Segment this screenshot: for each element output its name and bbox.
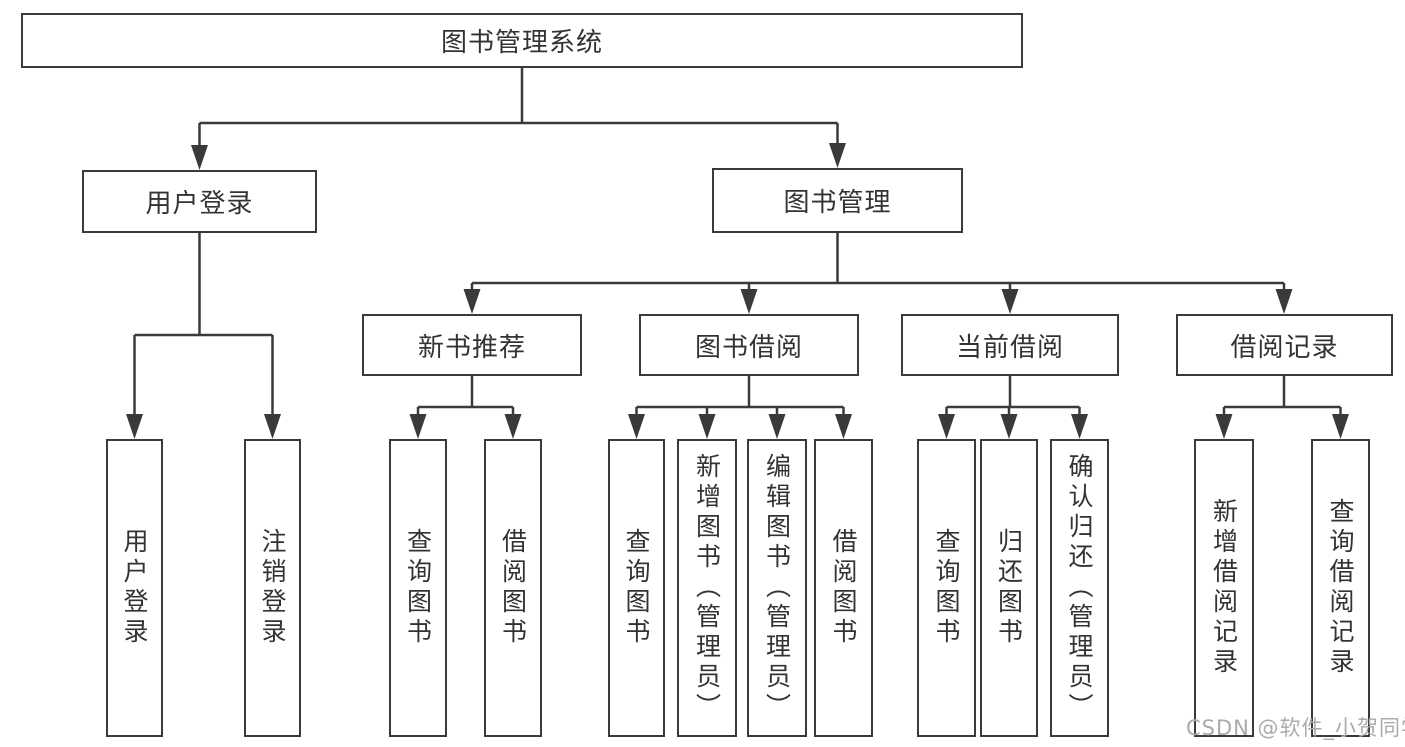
node-current-borrowing: 当前借阅: [901, 314, 1119, 376]
leaf-records-add-record-label: 新增借阅记录: [1209, 498, 1239, 678]
node-new-book-recommend-label: 新书推荐: [417, 332, 526, 363]
connector-newbook-to-leaves: [416, 376, 515, 418]
leaf-newbook-borrow-books: 借阅图书: [484, 439, 542, 737]
leaf-borrow-query-books-label: 查询图书: [622, 528, 651, 648]
node-book-borrowing: 图书借阅: [639, 314, 859, 376]
node-current-borrowing-label: 当前借阅: [955, 332, 1064, 363]
leaf-borrow-edit-books-admin-label: 编辑图书（管理员）: [762, 453, 792, 723]
node-borrowing-records-label: 借阅记录: [1230, 332, 1339, 363]
leaf-newbook-query-books-label: 查询图书: [403, 528, 433, 648]
node-book-borrowing-label: 图书借阅: [694, 332, 803, 363]
node-book-management: 图书管理: [712, 168, 963, 233]
leaf-current-confirm-return-admin: 确认归还（管理员）: [1050, 439, 1109, 737]
node-user-login-branch: 用户登录: [82, 170, 317, 233]
leaf-borrow-query-books: 查询图书: [608, 439, 665, 737]
leaf-user-login: 用户登录: [106, 439, 163, 737]
leaf-current-confirm-return-admin-label: 确认归还（管理员）: [1065, 453, 1094, 723]
node-new-book-recommend: 新书推荐: [362, 314, 582, 376]
node-borrowing-records: 借阅记录: [1176, 314, 1393, 376]
leaf-borrow-edit-books-admin: 编辑图书（管理员）: [747, 439, 807, 737]
leaf-newbook-query-books: 查询图书: [389, 439, 447, 737]
leaf-records-query-record: 查询借阅记录: [1311, 439, 1370, 737]
connector-borrow-to-leaves: [635, 376, 845, 418]
leaf-borrow-add-books-admin-label: 新增图书（管理员）: [692, 453, 722, 723]
leaf-current-query-books: 查询图书: [917, 439, 976, 737]
arrowheads-leaves: [409, 414, 1349, 439]
connector-current-to-leaves: [945, 376, 1081, 418]
leaf-borrow-borrow-books-label: 借阅图书: [829, 528, 858, 648]
leaf-logout-label: 注销登录: [258, 528, 287, 648]
leaf-current-return-books: 归还图书: [980, 439, 1038, 737]
leaf-current-return-books-label: 归还图书: [994, 528, 1024, 648]
arrowheads-level3: [463, 289, 1293, 314]
connector-login-to-leaves: [133, 233, 274, 418]
leaf-borrow-add-books-admin: 新增图书（管理员）: [677, 439, 737, 737]
leaf-user-login-label: 用户登录: [120, 528, 149, 648]
leaf-current-query-books-label: 查询图书: [932, 528, 961, 648]
leaf-borrow-borrow-books: 借阅图书: [814, 439, 873, 737]
leaf-records-add-record: 新增借阅记录: [1194, 439, 1254, 737]
node-root: 图书管理系统: [21, 13, 1023, 68]
leaf-newbook-borrow-books-label: 借阅图书: [498, 528, 528, 648]
node-root-label: 图书管理系统: [440, 28, 603, 58]
node-user-login-branch-label: 用户登录: [145, 189, 254, 219]
connector-root-to-level2: [198, 68, 839, 150]
connector-records-to-leaves: [1222, 376, 1342, 418]
arrowheads-level2: [191, 143, 846, 170]
arrowheads-login-leaves: [126, 414, 281, 439]
node-book-management-label: 图书管理: [783, 188, 892, 218]
leaf-records-query-record-label: 查询借阅记录: [1326, 498, 1355, 678]
leaf-logout: 注销登录: [244, 439, 301, 737]
connector-mgmt-to-level3: [470, 233, 1286, 293]
